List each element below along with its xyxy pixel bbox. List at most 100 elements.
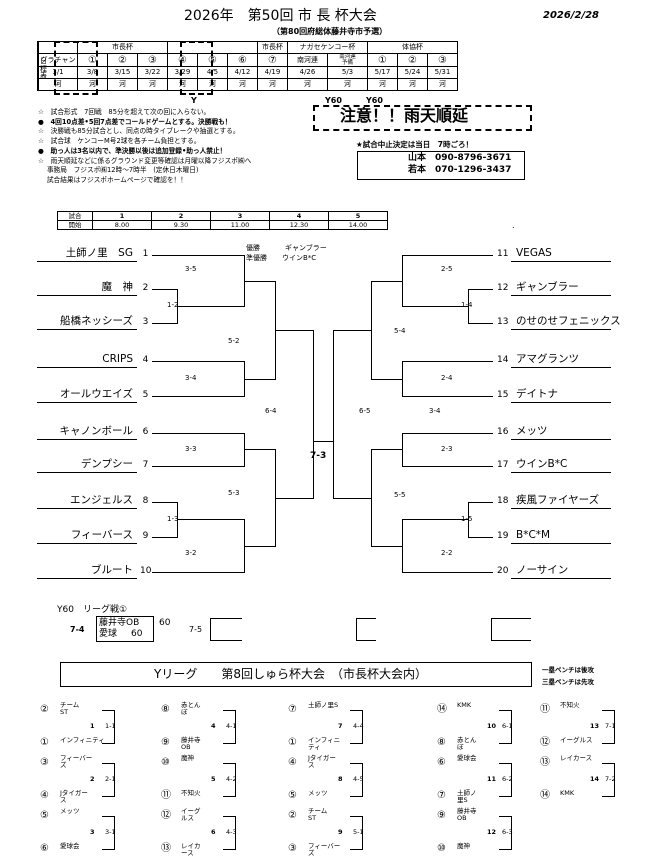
- seed-circle: ②: [288, 810, 297, 821]
- bracket-line: [468, 289, 483, 290]
- schedule-date-cell: 3/22: [137, 66, 168, 79]
- score-label: 5-3: [228, 489, 240, 497]
- bracket-line: [511, 578, 611, 579]
- bracket-line: [152, 361, 162, 362]
- bracket-line: [37, 402, 137, 403]
- bracket-line: [223, 849, 235, 850]
- bracket-line: [602, 763, 614, 764]
- bracket-line: [244, 281, 275, 282]
- yleague-team: Jタイガース: [308, 754, 336, 769]
- bracket-line: [402, 361, 403, 397]
- note-line: 事務局 フジスポ㈱12時～7時半 (定休日木曜日): [38, 166, 199, 175]
- bracket-line: [483, 323, 493, 324]
- runner-up-label: 準優勝: [246, 254, 267, 262]
- bracket-line: [511, 472, 611, 473]
- score-label: 2-2: [441, 549, 453, 557]
- schedule-venue-cell: 河: [77, 78, 108, 91]
- schedule-header-cell: ⑥: [227, 53, 258, 67]
- bracket-line: [37, 439, 137, 440]
- team-name: 魔 神: [101, 281, 134, 293]
- bracket-line: [402, 306, 468, 307]
- y60-title: Y60 リーグ戦①: [57, 605, 128, 615]
- team-number: 10: [140, 566, 152, 576]
- schedule-header-cell: ③: [427, 53, 458, 67]
- bracket-line: [114, 816, 115, 850]
- game-table-label: 試合: [57, 211, 93, 221]
- bracket-line: [511, 439, 611, 440]
- bracket-line: [244, 379, 275, 380]
- schedule-date-cell: 4/19: [257, 66, 288, 79]
- score-label: 3-5: [185, 265, 197, 273]
- seed-circle: ①: [288, 737, 297, 748]
- bracket-line: [244, 449, 275, 450]
- seed-circle: ⑫: [161, 810, 171, 821]
- bracket-line: [499, 763, 511, 764]
- bracket-line: [37, 329, 137, 330]
- yleague-game-number: 10: [487, 722, 497, 730]
- bracket-line: [402, 519, 403, 573]
- bracket-line: [483, 466, 493, 467]
- contact-line-1: 山本 090-8796-3671: [408, 153, 512, 163]
- y60-team-2: 愛球: [99, 629, 118, 639]
- score-label: 6-4: [265, 407, 277, 415]
- yleague-score: 2-1: [105, 775, 116, 783]
- yleague-team: 愛球会: [457, 754, 477, 762]
- bracket-line: [152, 433, 162, 434]
- schedule-date-cell: 5/31: [427, 66, 458, 79]
- yleague-game-number: 6: [211, 828, 216, 836]
- game-number-cell: 5: [328, 211, 388, 221]
- team-name: 土師ノ里 SG: [65, 247, 133, 259]
- seed-circle: ⑧: [437, 737, 446, 748]
- team-name: デンプシー: [80, 458, 133, 470]
- y60-team-1: 藤井寺OB: [99, 618, 140, 628]
- bracket-line: [37, 472, 137, 473]
- game-number-cell: 4: [269, 211, 329, 221]
- score-label: 5-4: [394, 327, 406, 335]
- bracket-line: [152, 289, 162, 290]
- yleague-team: フィーバーズ: [60, 754, 93, 769]
- score-label: 1-4: [461, 301, 473, 309]
- bracket-line: [483, 255, 493, 256]
- team-name: ノーサイン: [516, 564, 569, 576]
- note-line: 試合結果はフジスポホームページで確認を！！: [38, 175, 187, 184]
- bracket-line: [102, 710, 114, 711]
- runner-up-team: ウインB*C: [282, 254, 317, 262]
- date-label: 2026/2/28: [543, 10, 600, 21]
- seed-circle: ⑧: [161, 704, 170, 715]
- yleague-score: 3-1: [105, 828, 116, 836]
- final-score: 7-3: [310, 451, 327, 461]
- yleague-team: レイカース: [560, 754, 593, 762]
- schedule-mark-y: Y: [191, 96, 197, 105]
- bracket-line: [223, 816, 235, 817]
- yleague-game-number: 13: [590, 722, 600, 730]
- bracket-line: [177, 502, 178, 538]
- bracket-line: [177, 519, 244, 520]
- team-name: エンジェルス: [70, 494, 133, 506]
- page-title: 2026年 第50回 市 長 杯大会: [184, 8, 377, 24]
- bracket-line: [371, 379, 402, 380]
- bracket-line: [162, 255, 244, 256]
- team-name: オールウエイズ: [59, 388, 133, 400]
- bracket-line: [152, 396, 162, 397]
- yleague-game-number: 12: [487, 828, 497, 836]
- seed-circle: ⑨: [437, 810, 446, 821]
- bracket-line: [313, 330, 314, 499]
- seed-circle: ④: [288, 757, 297, 768]
- y60-team-2-score: 60: [131, 629, 143, 639]
- team-number: 8: [142, 496, 149, 506]
- bracket-line: [275, 330, 313, 331]
- bracket-line: [333, 498, 371, 499]
- bracket-line: [371, 546, 402, 547]
- contact-title: ★試合中止決定は当日 7時ごろ！: [356, 140, 473, 149]
- team-name: アマグランツ: [516, 353, 579, 365]
- yleague-team: KMK: [457, 701, 472, 709]
- bracket-line: [511, 402, 611, 403]
- schedule-group-cell: ナガセケンコー杯: [287, 41, 368, 54]
- schedule-venue-cell: 河: [227, 78, 258, 91]
- game-number-cell: 1: [92, 211, 152, 221]
- schedule-venue-cell: 河: [287, 78, 328, 91]
- bracket-line: [511, 329, 611, 330]
- yleague-team: Jタイガース: [60, 789, 88, 804]
